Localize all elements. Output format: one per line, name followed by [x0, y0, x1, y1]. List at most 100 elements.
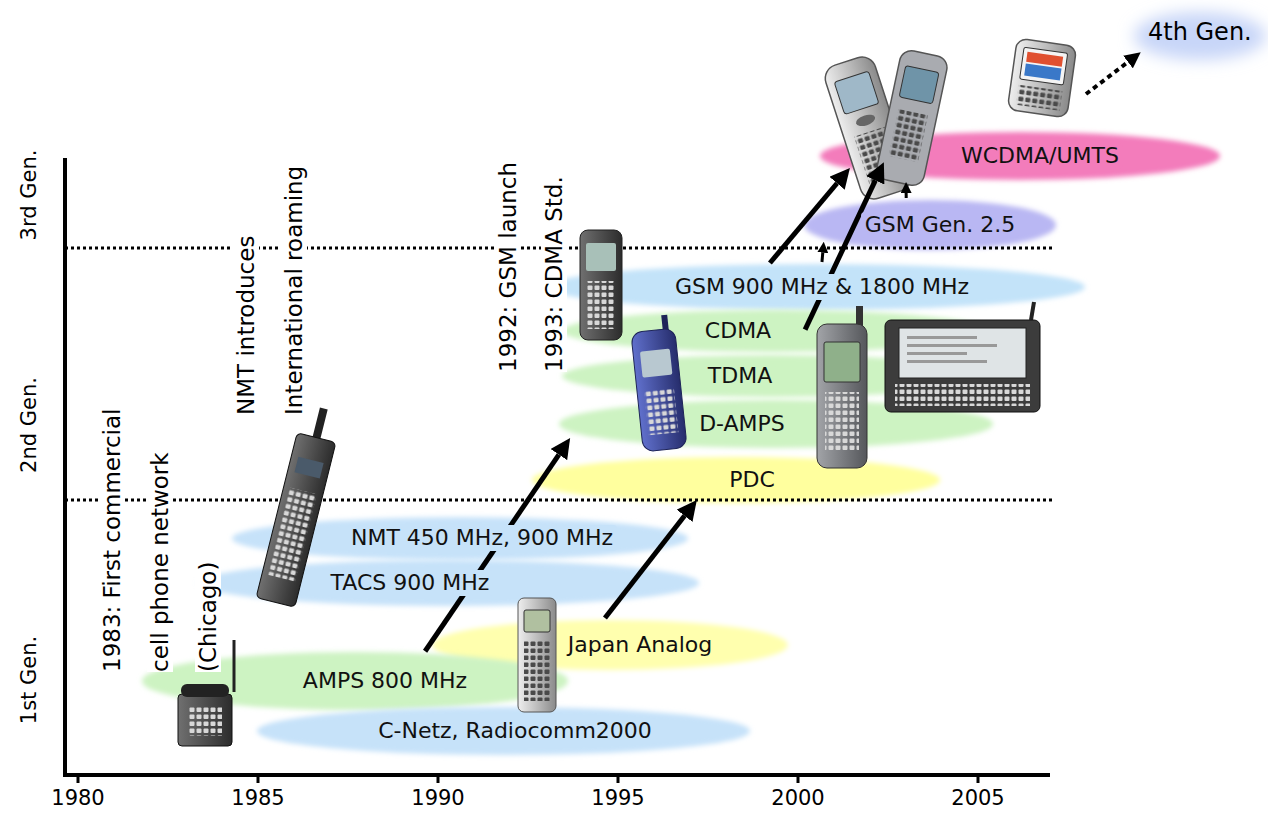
phone-illustration: [1007, 38, 1076, 118]
band-label: PDC: [725, 467, 779, 493]
phone-illustration: [524, 610, 550, 632]
communicator-illustration: [907, 344, 997, 347]
generation-label-holder: 1st Gen.: [14, 600, 44, 760]
axis-line: [63, 158, 1050, 777]
phone-illustration: [889, 109, 928, 162]
band-fill: [532, 457, 940, 503]
phone-illustration: [295, 457, 324, 479]
phone-illustration: [312, 407, 328, 440]
band-label: AMPS 800 MHz: [299, 668, 471, 694]
phone-illustration: [644, 388, 678, 435]
generation-band: C-Netz, Radiocomm2000: [255, 705, 752, 757]
year-label-holder: 2000: [748, 786, 848, 810]
communicator-illustration: [895, 384, 1030, 406]
generation-band: TDMA: [560, 353, 990, 399]
milestone-note-holder: NMT introduces International roaming: [222, 125, 318, 415]
phone-illustration: [817, 306, 867, 468]
phone-illustration: [587, 281, 615, 329]
band-label: NMT 450 MHz, 900 MHz: [347, 525, 617, 551]
phone-illustration: [580, 230, 622, 340]
milestone-note: 1983: First commercial cell phone networ…: [99, 409, 221, 672]
generation-label-holder: 4th Gen.: [1148, 18, 1252, 46]
car-phone-illustration: [188, 706, 222, 736]
phone-illustration: [1016, 85, 1062, 111]
band-label: GSM Gen. 2.5: [861, 212, 1020, 238]
future-arrow: [1086, 62, 1128, 94]
communicator-illustration: [907, 336, 977, 339]
evolution-arrow: [905, 193, 908, 198]
phone-illustration: [518, 598, 556, 712]
phone-illustration: [834, 71, 879, 114]
band-fill: [198, 560, 699, 606]
milestone-note: NMT introduces International roaming: [233, 166, 307, 415]
band-fill: [257, 707, 750, 755]
axis-line: [63, 158, 67, 777]
year-label: 1995: [591, 786, 644, 810]
milestone-note-holder: 1983: First commercial cell phone networ…: [88, 382, 232, 672]
communicator-illustration: [1031, 302, 1034, 320]
communicator-illustration: [885, 320, 1040, 412]
generation-label-holder: 3rd Gen.: [14, 115, 44, 275]
year-label: 2005: [951, 786, 1004, 810]
phone-illustration: [817, 324, 867, 468]
milestone-note: 1992: GSM launch 1993: CDMA Std.: [495, 162, 567, 372]
axis-tick: [78, 775, 978, 783]
year-label: 1985: [231, 786, 284, 810]
phone-illustration: [518, 598, 556, 712]
generation-divider: [65, 499, 1055, 502]
phone-illustration: [580, 230, 622, 340]
car-phone-illustration: [233, 640, 236, 692]
band-label: WCDMA/UMTS: [957, 143, 1123, 169]
year-label: 1980: [51, 786, 104, 810]
evolution-arrow: [820, 253, 824, 262]
year-label-holder: 1985: [208, 786, 308, 810]
band-label: GSM 900 MHz & 1800 MHz: [671, 274, 973, 300]
generation-label: 3rd Gen.: [17, 150, 41, 241]
phone-illustration: [824, 342, 860, 382]
generation-band: GSM Gen. 2.5: [802, 198, 1058, 252]
year-label: 2000: [771, 786, 824, 810]
year-label-holder: 1980: [28, 786, 128, 810]
glow: [1134, 12, 1266, 60]
phone-illustration: [854, 113, 876, 129]
band-label: TDMA: [704, 363, 776, 389]
year-label: 1990: [411, 786, 464, 810]
phone-illustration: [524, 641, 550, 701]
generation-band: PDC: [530, 455, 942, 505]
band-fill: [820, 132, 1220, 180]
axis-tick: [78, 775, 978, 783]
band-fill: [562, 310, 988, 352]
band-fill: [804, 200, 1056, 250]
band-label: TACS 900 MHz: [327, 570, 494, 596]
generation-band: TACS 900 MHz: [196, 558, 701, 608]
band-label: Japan Analog: [564, 632, 716, 658]
generation-band: Japan Analog: [430, 618, 790, 672]
phone-illustration: [1007, 38, 1076, 118]
phone-illustration: [825, 392, 859, 452]
car-phone-illustration: [181, 684, 229, 697]
generation-label: 1st Gen.: [17, 636, 41, 724]
milestone-note-holder: 1992: GSM launch 1993: CDMA Std.: [485, 122, 577, 372]
year-label-holder: 1995: [568, 786, 668, 810]
communicator-illustration: [899, 328, 1026, 378]
glow: [1134, 12, 1266, 60]
band-label: C-Netz, Radiocomm2000: [374, 718, 656, 744]
band-fill: [559, 400, 993, 448]
generation-label: 2nd Gen.: [17, 377, 41, 473]
generation-band: CDMA: [560, 308, 990, 354]
communicator-illustration: [907, 352, 967, 355]
generation-label-holder: 2nd Gen.: [14, 345, 44, 505]
phone-illustration: [856, 306, 863, 326]
generation-band: NMT 450 MHz, 900 MHz: [230, 515, 690, 562]
band-label: D-AMPS: [695, 411, 789, 437]
phone-illustration: [640, 349, 673, 378]
phone-illustration: [1020, 47, 1068, 85]
generation-band: WCDMA/UMTS: [818, 130, 1222, 182]
generation-label: 4th Gen.: [1148, 18, 1252, 46]
communicator-illustration: [907, 360, 987, 363]
axis-line: [63, 773, 1050, 777]
phone-illustration: [1026, 52, 1063, 67]
year-label-holder: 1990: [388, 786, 488, 810]
